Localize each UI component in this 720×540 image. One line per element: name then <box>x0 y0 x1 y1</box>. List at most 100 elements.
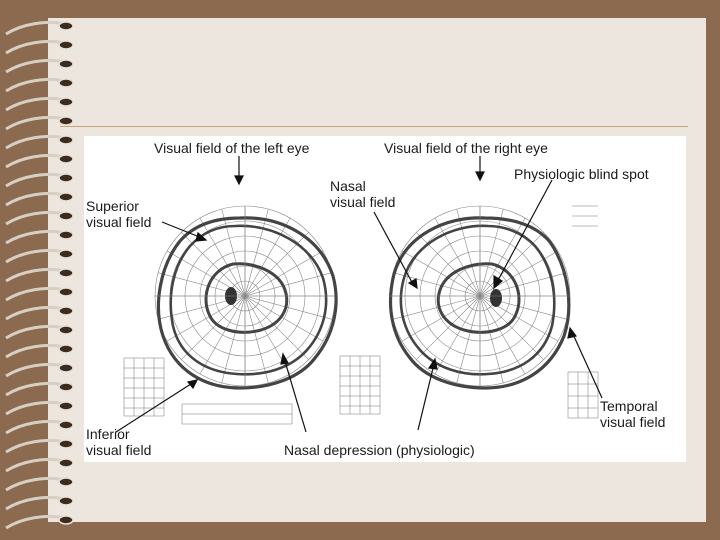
spiral-ring <box>5 343 65 359</box>
spiral-hole <box>58 287 74 297</box>
spiral-hole <box>58 268 74 278</box>
grid-spoke <box>244 295 324 342</box>
grid-spoke <box>416 232 481 297</box>
spiral-hole <box>58 420 74 430</box>
spiral-hole <box>58 325 74 335</box>
perimetry-charts-svg <box>115 156 603 433</box>
spiral-ring <box>5 172 65 188</box>
spiral-ring <box>5 96 65 112</box>
grid-spoke <box>479 295 504 383</box>
right-inner-isopter <box>436 262 521 334</box>
grid-spoke <box>479 209 504 297</box>
spiral-ring <box>5 115 65 131</box>
left-outer-isopter <box>156 216 338 390</box>
spiral-hole <box>58 515 74 525</box>
grid-spoke <box>479 295 544 360</box>
spiral-hole <box>58 382 74 392</box>
spiral-ring <box>5 438 65 454</box>
right-eye-perimetry-chart <box>388 205 571 390</box>
right-side-table <box>567 371 599 419</box>
spiral-hole <box>58 173 74 183</box>
grid-spoke <box>416 295 481 360</box>
label-left-eye-title: Visual field of the left eye <box>154 140 310 156</box>
grid-spoke <box>456 209 481 297</box>
spiral-ring <box>5 20 65 36</box>
left-eye-perimetry-chart <box>154 205 338 390</box>
label-right-eye-title: Visual field of the right eye <box>384 140 548 156</box>
spiral-hole <box>58 306 74 316</box>
spiral-hole <box>58 192 74 202</box>
spiral-hole <box>58 344 74 354</box>
spiral-ring <box>5 229 65 245</box>
label-nasal-visual-field: Nasal visual field <box>330 178 396 210</box>
spiral-hole <box>58 59 74 69</box>
spiral-hole <box>58 154 74 164</box>
spiral-ring <box>5 191 65 207</box>
label-physiologic-blind-spot: Physiologic blind spot <box>514 166 649 182</box>
spiral-hole <box>58 439 74 449</box>
grid-spoke <box>244 250 324 297</box>
grid-spoke <box>479 217 526 297</box>
spiral-hole <box>58 211 74 221</box>
spiral-ring <box>5 419 65 435</box>
spiral-hole <box>58 363 74 373</box>
grid-spoke <box>221 209 246 297</box>
grid-spoke <box>393 295 481 320</box>
spiral-hole <box>58 458 74 468</box>
grid-spoke <box>181 295 246 360</box>
grid-spoke <box>244 217 291 297</box>
spiral-hole <box>58 21 74 31</box>
left-middle-isopter <box>169 224 328 376</box>
annotation-arrows <box>115 156 603 433</box>
grid-spoke <box>393 272 481 297</box>
spiral-binding <box>5 20 74 530</box>
grid-spoke <box>401 295 481 342</box>
spiral-ring <box>5 39 65 55</box>
grid-spoke <box>244 272 332 297</box>
spiral-hole <box>58 116 74 126</box>
spiral-hole <box>58 40 74 50</box>
spiral-ring <box>5 153 65 169</box>
left-footer-stamp <box>181 403 293 425</box>
grid-spoke <box>244 209 269 297</box>
spiral-ring <box>5 267 65 283</box>
spiral-ring <box>5 286 65 302</box>
right-data-table <box>339 355 381 415</box>
spiral-ring <box>5 400 65 416</box>
visual-field-figure: Visual field of the left eye Visual fiel… <box>84 136 686 462</box>
spiral-hole <box>58 135 74 145</box>
spiral-ring <box>5 77 65 93</box>
grid-spoke <box>456 295 481 383</box>
right-middle-isopter <box>399 224 556 376</box>
right-header-fields <box>572 205 598 227</box>
left-data-table <box>123 357 165 417</box>
spiral-ring <box>5 248 65 264</box>
right-blind-spot-mark <box>490 289 502 307</box>
spiral-ring <box>5 305 65 321</box>
spiral-ring <box>5 58 65 74</box>
spiral-hole <box>58 401 74 411</box>
grid-spoke <box>434 217 481 297</box>
right-outer-isopter <box>388 216 571 390</box>
grid-spoke <box>199 217 246 297</box>
spiral-ring <box>5 324 65 340</box>
label-inferior-visual-field: Inferior visual field <box>86 426 152 458</box>
title-divider-rule <box>60 126 688 127</box>
spiral-ring <box>5 514 65 530</box>
spiral-ring <box>5 457 65 473</box>
left-inner-isopter <box>204 262 289 334</box>
spiral-hole <box>58 496 74 506</box>
spiral-ring <box>5 362 65 378</box>
spiral-ring <box>5 381 65 397</box>
grid-spoke <box>199 295 246 375</box>
grid-spoke <box>479 295 526 375</box>
grid-spoke <box>244 295 309 360</box>
spiral-hole <box>58 78 74 88</box>
spiral-ring <box>5 134 65 150</box>
label-superior-visual-field: Superior visual field <box>86 198 152 230</box>
spiral-ring <box>5 476 65 492</box>
grid-spoke <box>244 295 269 383</box>
grid-spoke <box>221 295 246 383</box>
label-temporal-visual-field: Temporal visual field <box>600 398 666 430</box>
